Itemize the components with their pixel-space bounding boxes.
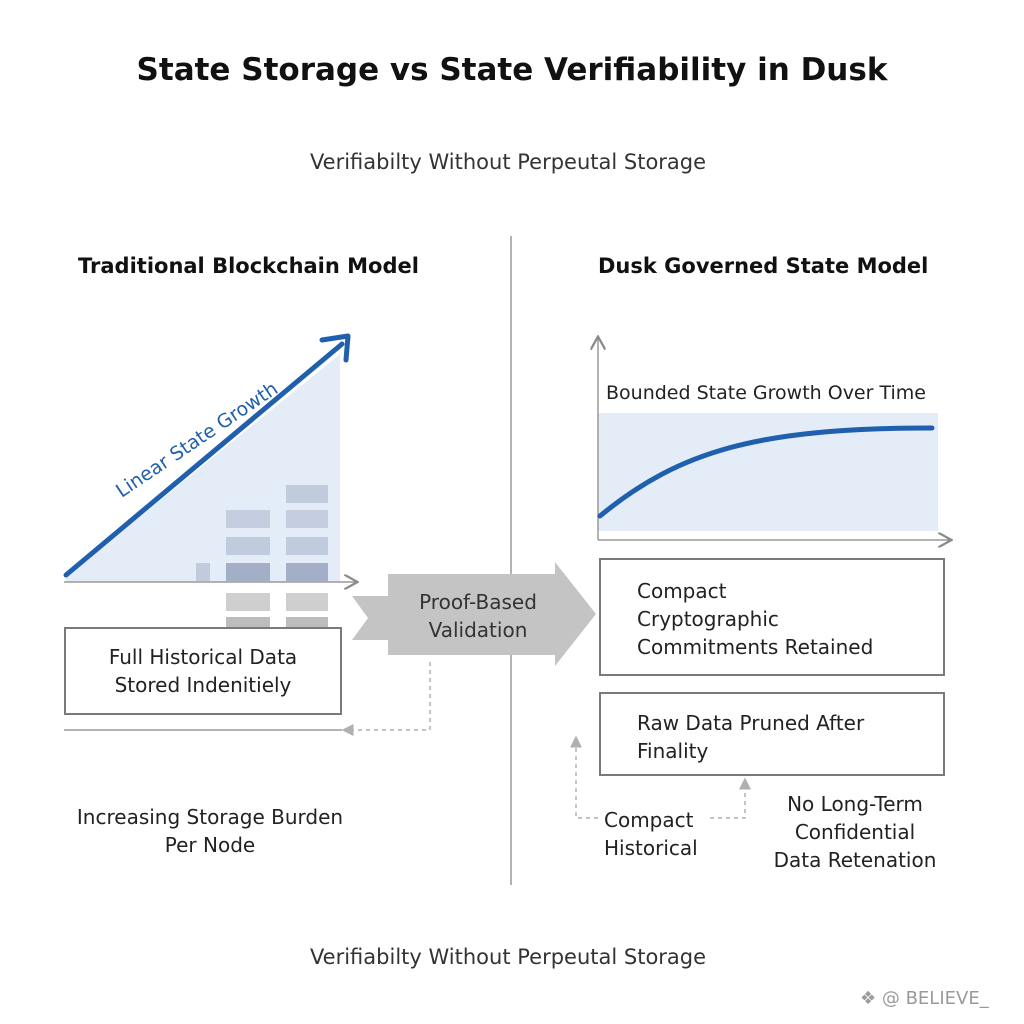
commitments-box: Compact Cryptographic Commitments Retain… — [599, 558, 945, 676]
growth-area — [66, 354, 340, 582]
bounded-growth-curve — [597, 425, 935, 519]
subtitle-top: Verifiabilty Without Perpeutal Storage — [309, 150, 707, 174]
pruned-box: Raw Data Pruned After Finality — [599, 692, 945, 776]
commitments-text: Compact Cryptographic Commitments Retain… — [637, 579, 874, 659]
data-blocks — [196, 485, 328, 627]
full-history-text: Full Historical Data Stored Indenitiely — [108, 645, 298, 697]
left-panel-heading: Traditional Blockchain Model — [78, 254, 419, 278]
linear-growth-arrowhead — [319, 333, 351, 363]
compact-historical-text: Compact Historical — [604, 808, 698, 860]
proof-based-arrow — [352, 562, 596, 666]
storage-burden-text: Increasing Storage Burden Per Node — [76, 805, 344, 857]
no-long-term-text: No Long-Term Confidential Data Retenatio… — [773, 792, 937, 872]
return-dashed-arrow — [341, 662, 431, 736]
page-title: State Storage vs State Verifiability in … — [136, 52, 888, 88]
watermark: ❖ @ BELIEVE_ — [860, 988, 989, 1009]
bounded-chart-area — [598, 413, 938, 531]
linear-growth-arrow — [63, 341, 345, 578]
proof-based-label: Proof-Based Validation — [419, 590, 537, 642]
right-panel-heading: Dusk Governed State Model — [598, 254, 929, 278]
pruned-text: Raw Data Pruned After Finality — [637, 711, 865, 763]
full-history-box: Full Historical Data Stored Indenitiely — [64, 627, 342, 715]
bounded-growth-label: Bounded State Growth Over Time — [606, 382, 926, 404]
subtitle-bottom: Verifiabilty Without Perpeutal Storage — [309, 945, 707, 969]
pruned-arrow — [710, 777, 751, 819]
compact-historical-arrow — [570, 735, 598, 819]
